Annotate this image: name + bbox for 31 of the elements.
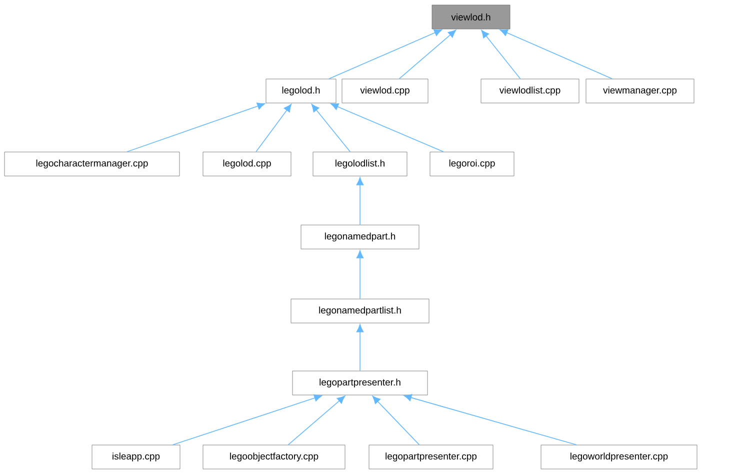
arrow	[481, 30, 521, 80]
file-box: viewlod.h	[432, 4, 510, 30]
file-box: isleapp.cpp	[92, 444, 180, 470]
file-box: legolod.h	[266, 78, 336, 104]
file-box: legolodlist.h	[312, 152, 408, 176]
arrow	[404, 394, 577, 446]
file-box: viewmanager.cpp	[586, 78, 694, 104]
file-box: legoworldpresenter.cpp	[540, 444, 698, 470]
arrow	[356, 177, 364, 226]
file-box: legopartpresenter.h	[292, 370, 428, 396]
arrow	[356, 324, 364, 372]
file-box: legonamedpart.h	[300, 224, 420, 250]
file-box: viewlod.cpp	[342, 78, 428, 104]
arrow	[500, 29, 613, 80]
arrow	[330, 103, 444, 152]
arrow	[172, 394, 322, 446]
arrow	[398, 30, 456, 80]
arrow	[328, 29, 442, 80]
arrow	[372, 396, 420, 446]
arrow	[356, 250, 364, 300]
arrow	[256, 104, 292, 152]
file-box: legoroi.cpp	[430, 152, 514, 176]
file-box: legonamedpartlist.h	[290, 298, 430, 324]
file-box: viewlodlist.cpp	[480, 78, 580, 104]
file-box: legolod.cpp	[202, 152, 292, 176]
file-box: legoobjectfactory.cpp	[202, 444, 346, 470]
file-box: legopartpresenter.cpp	[368, 444, 494, 470]
arrow	[126, 102, 266, 152]
arrow	[311, 104, 351, 152]
file-box: legocharactermanager.cpp	[4, 152, 180, 176]
arrow	[288, 396, 346, 446]
